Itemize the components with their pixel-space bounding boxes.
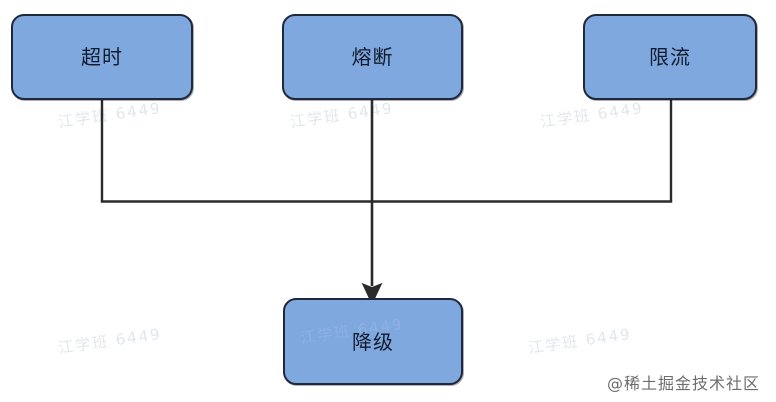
node-limit-label: 限流 — [649, 45, 691, 69]
node-degrade-label: 降级 — [352, 329, 394, 354]
node-timeout-label: 超时 — [81, 45, 123, 69]
node-degrade[interactable]: 降级 — [283, 298, 463, 385]
node-timeout[interactable]: 超时 — [11, 14, 193, 100]
watermark-brand: @稀土掘金技术社区 — [606, 374, 760, 393]
node-fuse[interactable]: 熔断 — [282, 14, 463, 100]
node-limit[interactable]: 限流 — [583, 14, 757, 100]
node-fuse-label: 熔断 — [351, 45, 394, 69]
